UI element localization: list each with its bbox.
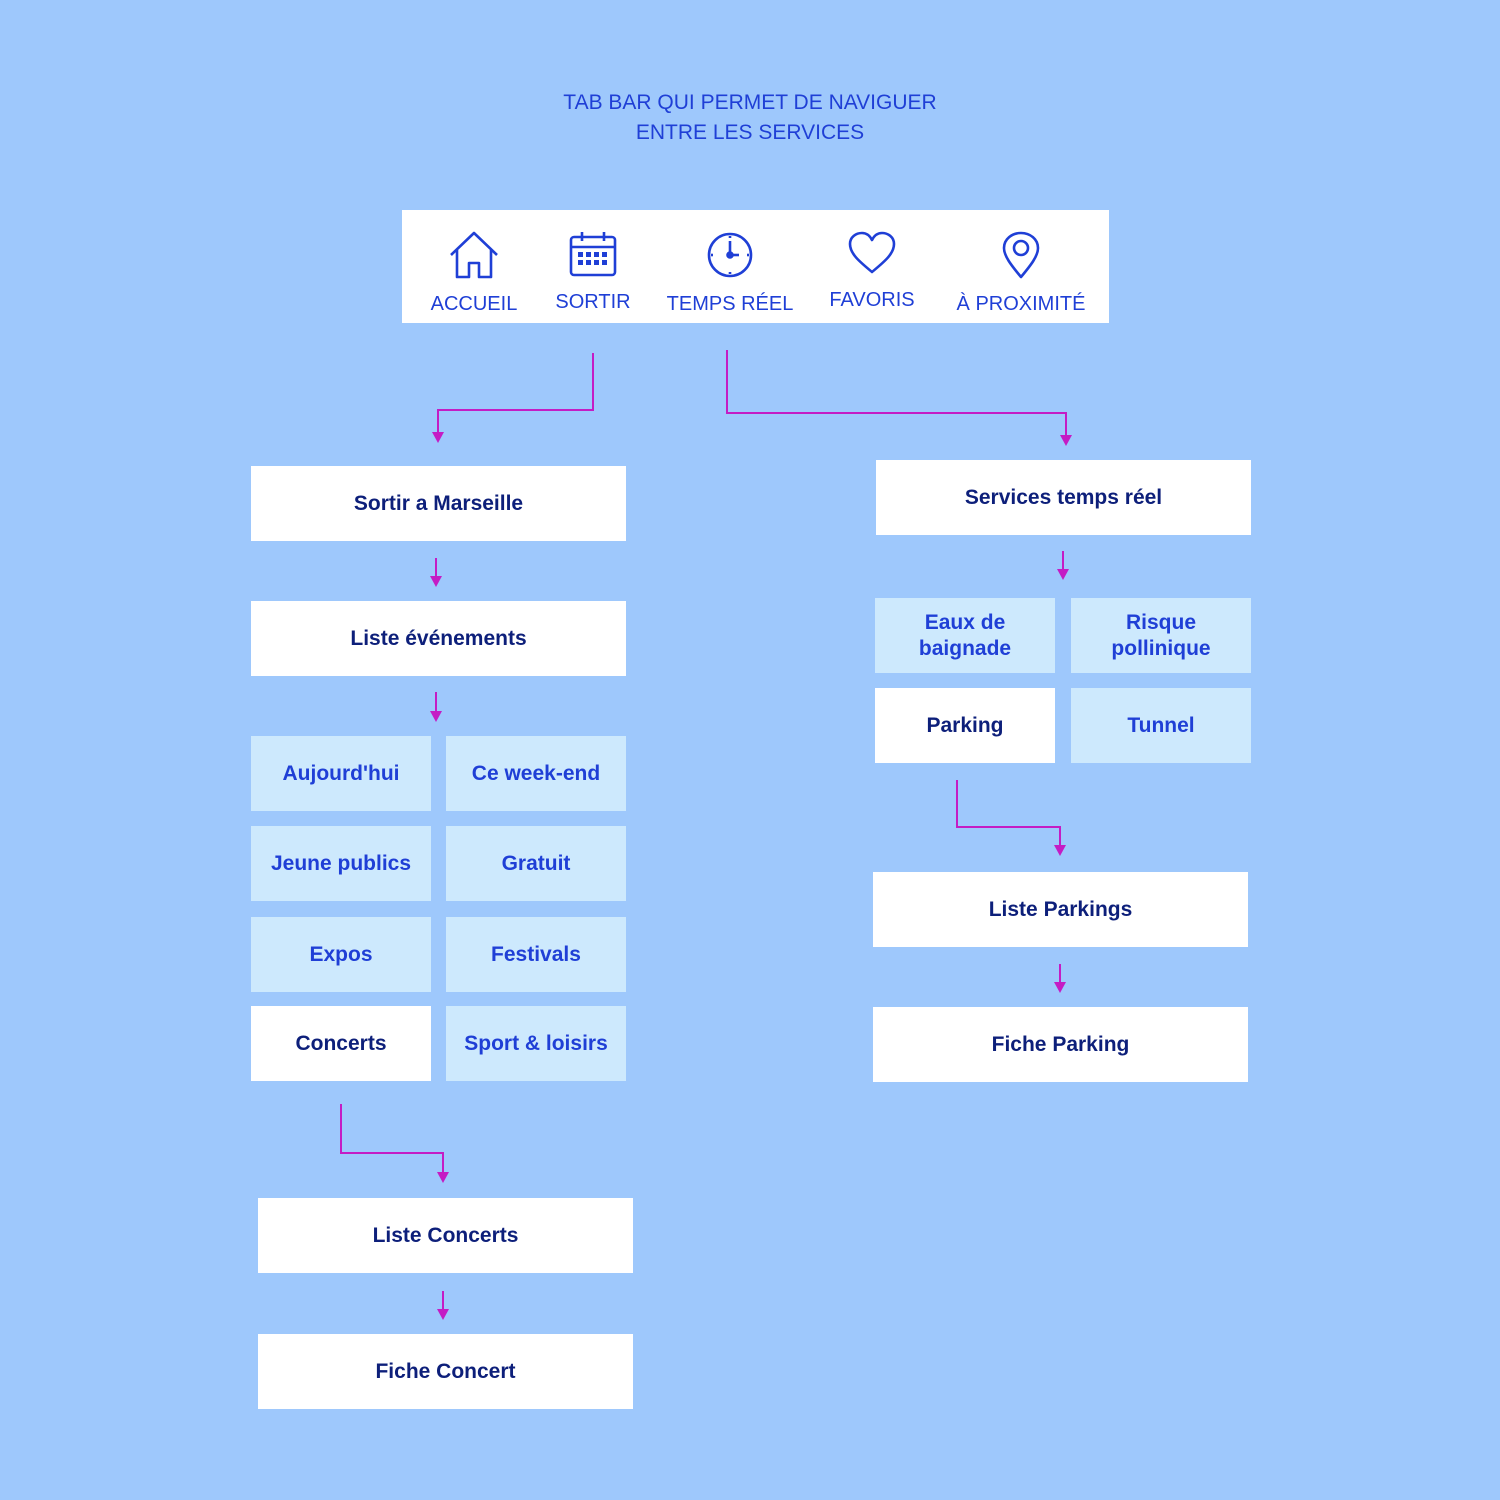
tab-sortir-label: SORTIR [555,291,631,313]
arrowhead [437,1172,449,1183]
node-fiche-parking[interactable]: Fiche Parking [873,1007,1248,1082]
location-pin-icon [1001,210,1041,285]
tab-bar: ACCUEIL SORTIR [402,210,1109,323]
tab-temps-reel[interactable]: TEMPS RÉEL [664,210,796,323]
category-aujourdhui[interactable]: Aujourd'hui [251,736,431,811]
node-services-temps-reel[interactable]: Services temps réel [876,460,1251,535]
service-risque-pollinique[interactable]: Risque pollinique [1071,598,1251,673]
arrowhead [432,432,444,443]
tab-accueil[interactable]: ACCUEIL [424,210,524,323]
node-liste-concerts[interactable]: Liste Concerts [258,1198,633,1273]
arrow-concerts-to-sublist [340,1104,444,1173]
tab-a-proximite-label: À PROXIMITÉ [956,293,1086,315]
node-fiche-concert[interactable]: Fiche Concert [258,1334,633,1409]
tab-favoris[interactable]: FAVORIS [822,210,922,323]
service-tunnel[interactable]: Tunnel [1071,688,1251,763]
node-sortir-a-marseille[interactable]: Sortir a Marseille [251,466,626,541]
heart-icon [847,210,897,281]
calendar-icon [568,210,618,283]
home-icon [447,210,501,285]
tab-sortir[interactable]: SORTIR [545,210,641,323]
tab-a-proximite[interactable]: À PROXIMITÉ [952,210,1090,323]
arrow-parking-to-sublist [956,780,1061,846]
arrowhead [1054,982,1066,993]
category-ce-week-end[interactable]: Ce week-end [446,736,626,811]
node-liste-evenements[interactable]: Liste événements [251,601,626,676]
arrowhead [1057,569,1069,580]
category-festivals[interactable]: Festivals [446,917,626,992]
category-concerts[interactable]: Concerts [251,1006,431,1081]
tab-favoris-label: FAVORIS [829,289,915,311]
caption-line-2: ENTRE LES SERVICES [635,121,865,144]
arrowhead [430,576,442,587]
arrowhead [1060,435,1072,446]
node-liste-parkings[interactable]: Liste Parkings [873,872,1248,947]
service-eaux-de-baignade[interactable]: Eaux de baignade [875,598,1055,673]
arrowhead [437,1309,449,1320]
tab-temps-reel-label: TEMPS RÉEL [666,293,794,315]
diagram-caption: TAB BAR QUI PERMET DE NAVIGUER ENTRE LES… [0,88,1500,148]
category-gratuit[interactable]: Gratuit [446,826,626,901]
category-expos[interactable]: Expos [251,917,431,992]
arrowhead [430,711,442,722]
category-sport-loisirs[interactable]: Sport & loisirs [446,1006,626,1081]
arrow-sortir-to-title [437,353,594,432]
clock-icon [705,210,755,285]
category-jeune-publics[interactable]: Jeune publics [251,826,431,901]
service-parking[interactable]: Parking [875,688,1055,763]
arrow-temps-reel-to-title [726,350,1067,435]
caption-line-1: TAB BAR QUI PERMET DE NAVIGUER [563,91,937,114]
arrowhead [1054,845,1066,856]
tab-accueil-label: ACCUEIL [430,293,518,315]
